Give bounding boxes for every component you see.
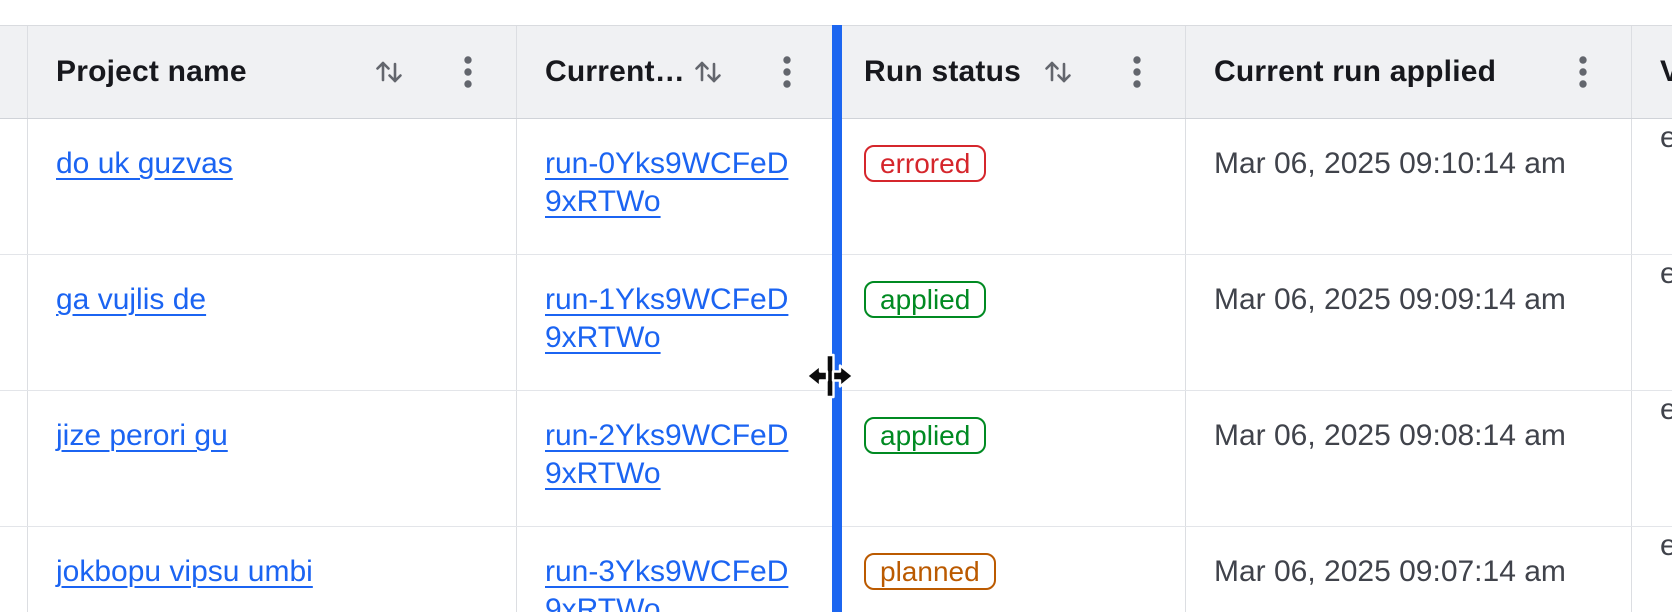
cell-current_run: run-3Yks9WCFeD9xRTWo xyxy=(517,527,836,612)
column-header-project: Project name xyxy=(28,26,517,118)
cell-applied: Mar 06, 2025 09:10:14 am xyxy=(1186,119,1632,254)
cell-current_run: run-2Yks9WCFeD9xRTWo xyxy=(517,391,836,526)
cell-extra: e xyxy=(1632,391,1672,526)
sort-toggle-icon[interactable] xyxy=(691,55,725,89)
cell-current_run: run-0Yks9WCFeD9xRTWo xyxy=(517,119,836,254)
run-link[interactable]: run-3Yks9WCFeD9xRTWo xyxy=(545,555,789,612)
cell-spacer xyxy=(0,119,28,254)
applied-date: Mar 06, 2025 09:10:14 am xyxy=(1214,147,1566,180)
cell-spacer xyxy=(0,391,28,526)
column-header-label: Current run applied xyxy=(1214,55,1497,88)
run-status-badge: planned xyxy=(864,553,996,590)
project-link[interactable]: do uk guzvas xyxy=(56,147,233,180)
cell-project: do uk guzvas xyxy=(28,119,517,254)
run-status-badge: applied xyxy=(864,281,987,318)
applied-date: Mar 06, 2025 09:08:14 am xyxy=(1214,419,1566,452)
applied-date: Mar 06, 2025 09:07:14 am xyxy=(1214,555,1566,588)
overflow-cell-text: e xyxy=(1660,529,1672,562)
column-header-applied: Current run applied xyxy=(1186,26,1632,118)
cell-current_run: run-1Yks9WCFeD9xRTWo xyxy=(517,255,836,390)
overflow-cell-text: e xyxy=(1660,257,1672,290)
column-header-label: Current run xyxy=(545,55,691,88)
column-menu-kebab-icon[interactable] xyxy=(1577,54,1589,90)
column-header-spacer xyxy=(0,26,28,118)
sort-toggle-icon[interactable] xyxy=(372,55,406,89)
cell-extra: e xyxy=(1632,527,1672,612)
column-header-label: Run status xyxy=(864,55,1022,88)
cell-run_status: planned xyxy=(836,527,1186,612)
cell-run_status: applied xyxy=(836,255,1186,390)
cell-spacer xyxy=(0,255,28,390)
cell-spacer xyxy=(0,527,28,612)
column-header-label: V xyxy=(1660,55,1672,89)
cell-run_status: applied xyxy=(836,391,1186,526)
applied-date: Mar 06, 2025 09:09:14 am xyxy=(1214,283,1566,316)
column-header-current_run: Current run xyxy=(517,26,836,118)
cell-project: jokbopu vipsu umbi xyxy=(28,527,517,612)
sort-toggle-icon[interactable] xyxy=(1041,55,1075,89)
column-header-run_status: Run status xyxy=(836,26,1186,118)
column-header-extra: V xyxy=(1632,26,1672,118)
run-link[interactable]: run-1Yks9WCFeD9xRTWo xyxy=(545,283,789,354)
project-link[interactable]: jize perori gu xyxy=(56,419,228,452)
run-status-badge: applied xyxy=(864,417,987,454)
column-header-label: Project name xyxy=(56,55,247,88)
cell-project: jize perori gu xyxy=(28,391,517,526)
overflow-cell-text: e xyxy=(1660,121,1672,154)
overflow-cell-text: e xyxy=(1660,393,1672,426)
cell-extra: e xyxy=(1632,119,1672,254)
cell-applied: Mar 06, 2025 09:07:14 am xyxy=(1186,527,1632,612)
project-link[interactable]: ga vujlis de xyxy=(56,283,207,316)
cell-run_status: errored xyxy=(836,119,1186,254)
project-link[interactable]: jokbopu vipsu umbi xyxy=(56,555,313,588)
cell-applied: Mar 06, 2025 09:09:14 am xyxy=(1186,255,1632,390)
column-menu-kebab-icon[interactable] xyxy=(781,54,793,90)
column-menu-kebab-icon[interactable] xyxy=(1131,54,1143,90)
column-resize-indicator[interactable] xyxy=(832,25,842,612)
cell-applied: Mar 06, 2025 09:08:14 am xyxy=(1186,391,1632,526)
column-menu-kebab-icon[interactable] xyxy=(462,54,474,90)
run-link[interactable]: run-0Yks9WCFeD9xRTWo xyxy=(545,147,789,218)
cell-project: ga vujlis de xyxy=(28,255,517,390)
cell-extra: e xyxy=(1632,255,1672,390)
run-link[interactable]: run-2Yks9WCFeD9xRTWo xyxy=(545,419,789,490)
run-status-badge: errored xyxy=(864,145,987,182)
